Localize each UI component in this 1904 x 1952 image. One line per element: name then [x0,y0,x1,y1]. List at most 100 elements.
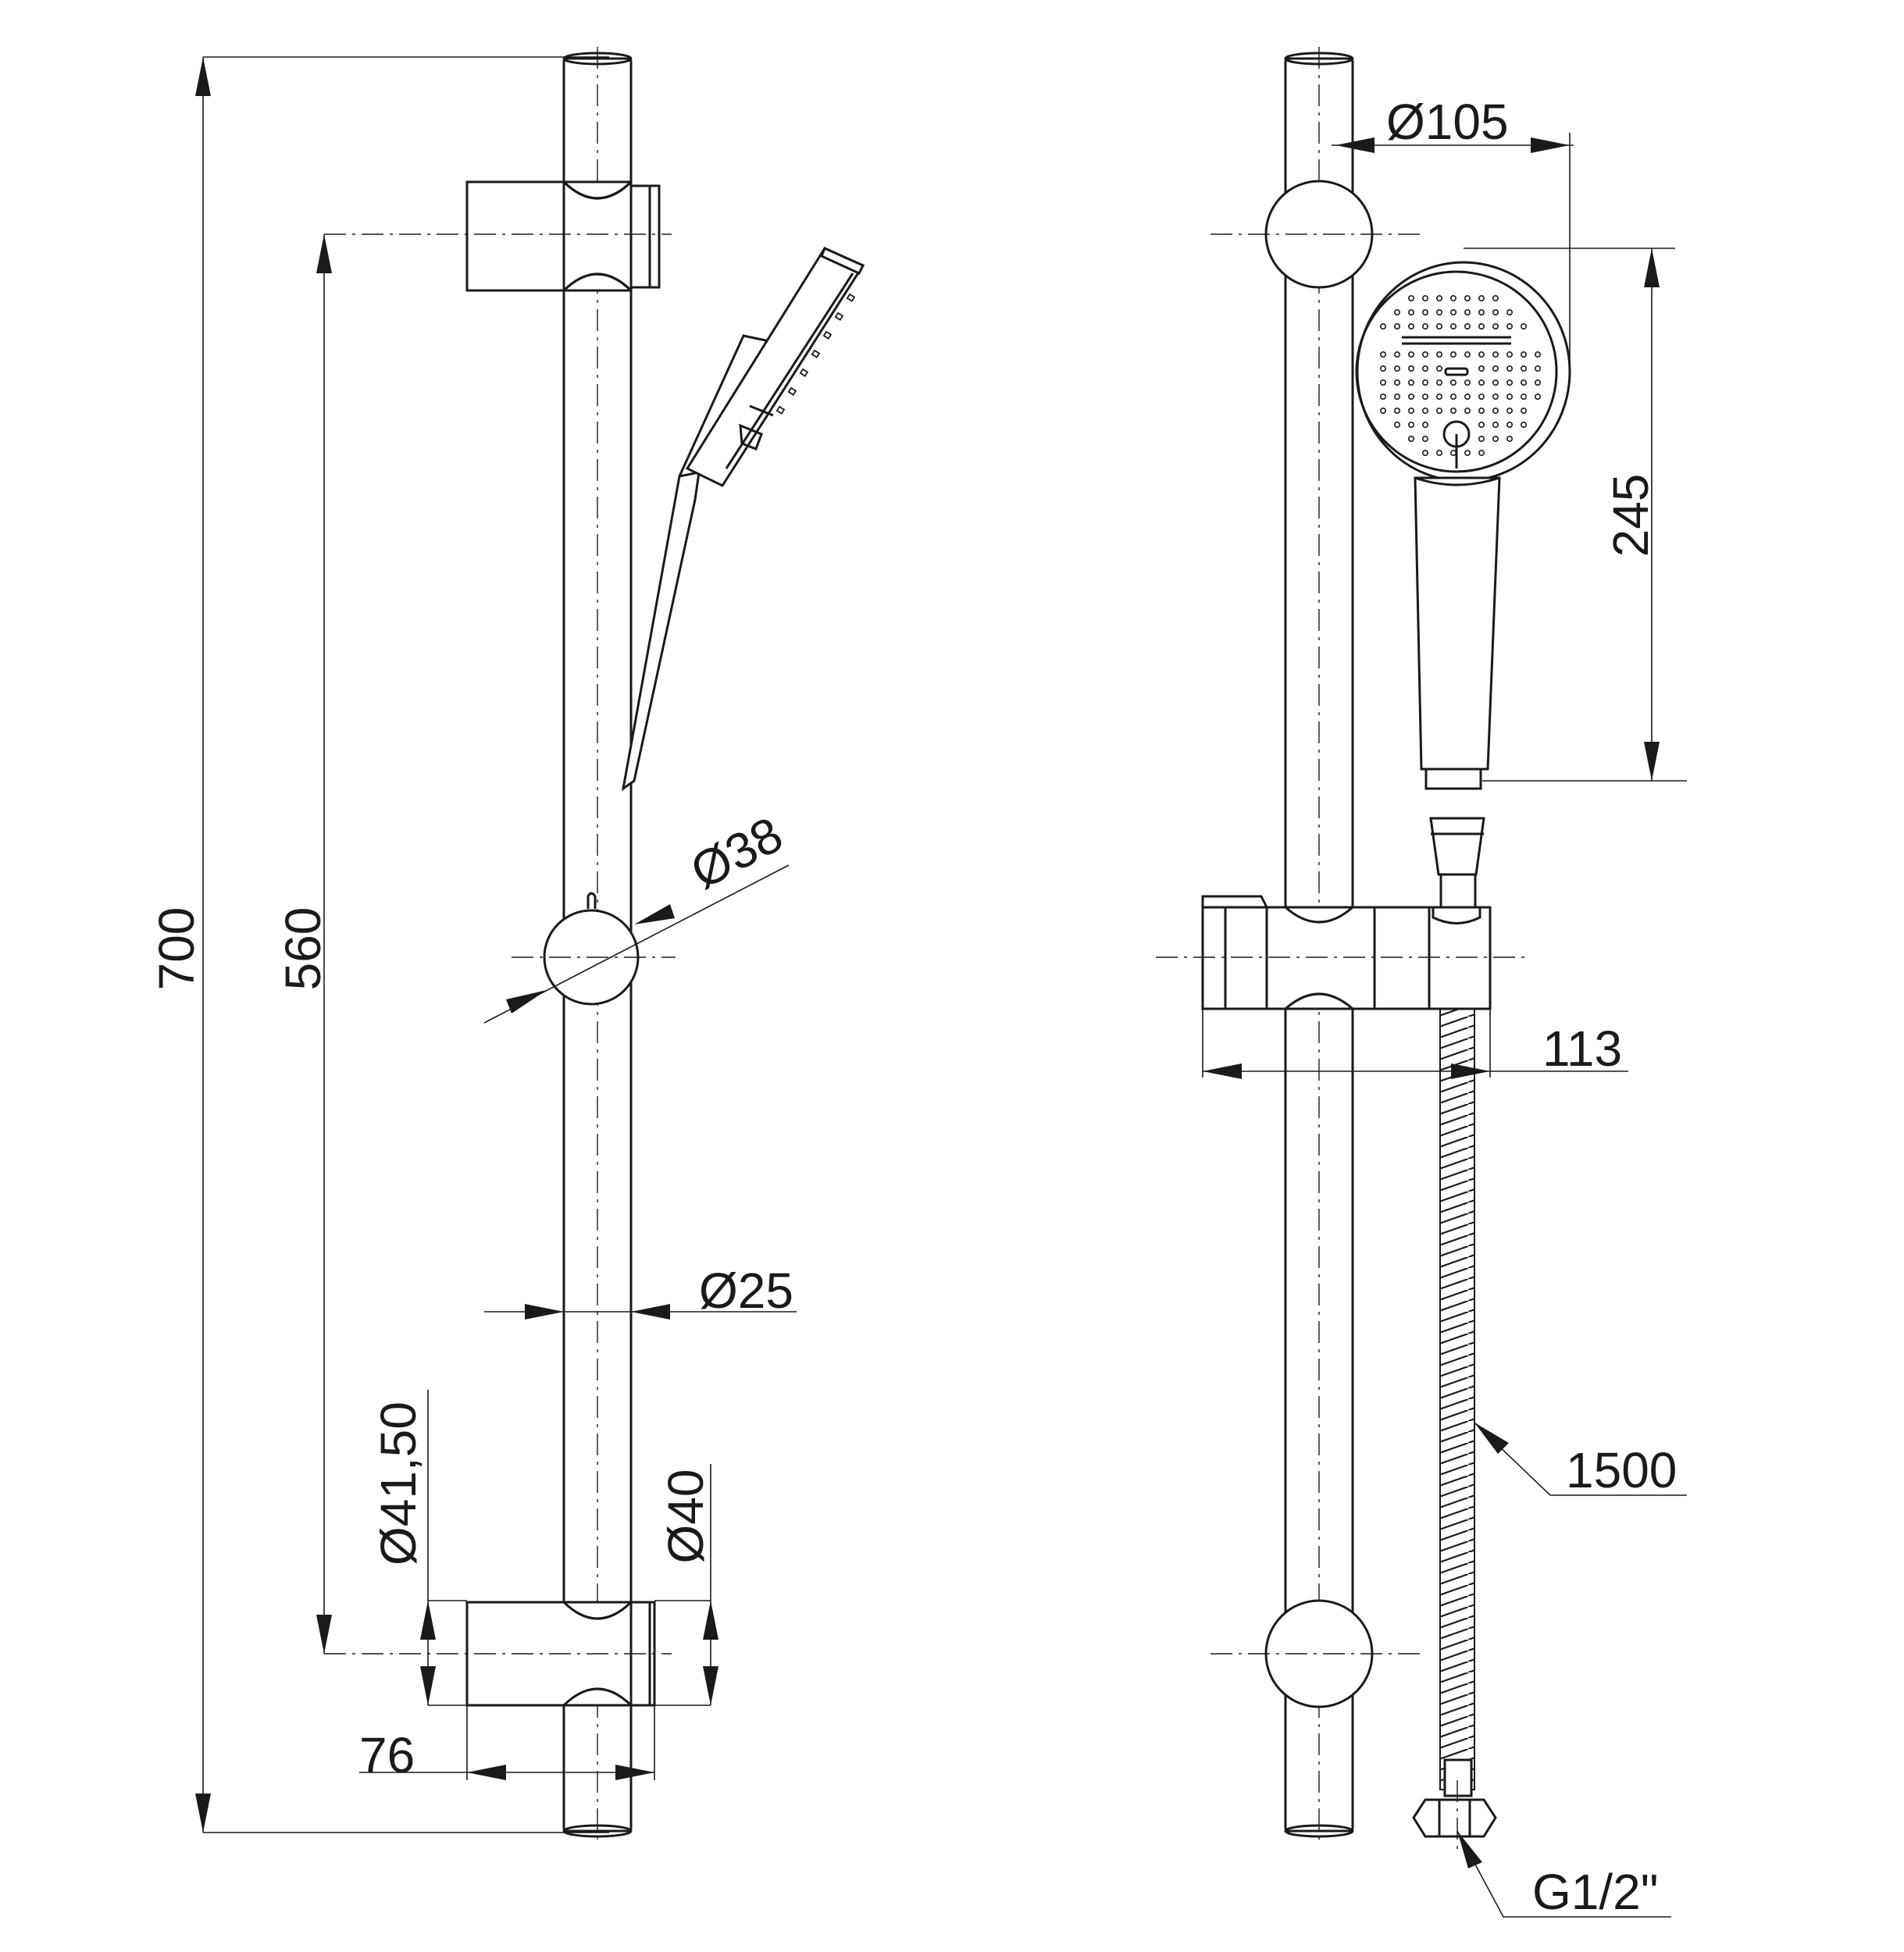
spray-nozzle-dot [1408,294,1415,301]
spray-nozzle-dot [1478,365,1485,372]
spray-nozzle-dot [1394,322,1401,329]
spray-nozzle-dot [1380,322,1387,329]
spray-nozzle-dot [1478,351,1485,358]
front-slider-knob [512,892,676,1006]
dim-bracket-depth-label: 76 [359,1727,415,1783]
spray-nozzle-dot [1408,393,1415,400]
dim-rail-diameter [484,1304,797,1320]
spray-nozzle-dot [1521,393,1528,400]
spray-nozzle-dot [1492,294,1499,301]
spray-nozzle-dot [1408,379,1415,386]
spray-nozzle-dot [1521,379,1528,386]
spray-nozzle-dot [1478,407,1485,414]
dim-thread [1457,1830,1671,1918]
side-top-bracket [1264,180,1374,289]
spray-nozzle-dot [1506,379,1514,386]
spray-nozzle-dot [1464,379,1471,386]
dim-bracket-diameter [420,1390,467,1706]
spray-nozzle-dot [1380,351,1387,358]
side-slider [1156,895,1531,1010]
spray-nozzle-dot [1464,449,1471,456]
dim-total-height-label: 700 [148,907,205,991]
spray-nozzle-dot [1436,407,1443,414]
spray-nozzle-dot [1535,379,1542,386]
spray-nozzle-dot [1422,365,1429,372]
spray-nozzle-dot [1450,407,1457,414]
spray-nozzle-dot [1380,393,1387,400]
spray-nozzle-dot [1422,294,1429,301]
spray-nozzle-dot [1422,407,1429,414]
dim-holder-spacing-label: 560 [275,907,331,991]
spray-nozzle-dot [1492,322,1499,329]
spray-nozzle-dot [1478,435,1485,442]
spray-nozzle-dot [1408,322,1415,329]
spray-nozzle-dot [1492,435,1499,442]
spray-nozzle-dot [1380,407,1387,414]
spray-nozzle-dot [1436,365,1443,372]
spray-nozzle-dot [1506,407,1514,414]
dim-hose-length-label: 1500 [1566,1442,1677,1498]
spray-nozzle-dot [1380,365,1387,372]
spray-nozzle-dot [1422,393,1429,400]
spray-nozzle-dot [1492,407,1499,414]
spray-nozzle-dot [1422,308,1429,315]
dim-rail-diameter-label: Ø25 [699,1263,793,1319]
spray-nozzle-dot [1422,435,1429,442]
spray-nozzle-dot [1394,365,1401,372]
spray-nozzle-dot [1408,421,1415,428]
spray-nozzle-dot [1436,351,1443,358]
spray-nozzle-dot [1506,435,1514,442]
spray-nozzle-dot [1422,322,1429,329]
spray-nozzle-dot [1380,379,1387,386]
spray-nozzle-dot [1506,365,1514,372]
spray-nozzle-dot [1492,379,1499,386]
spray-nozzle-dot [1436,393,1443,400]
front-view: 700 560 Ø38 Ø25 Ø41,50 [148,47,865,1843]
dim-slider-diameter-label: Ø38 [682,806,792,899]
spray-nozzle-dot [1478,393,1485,400]
spray-nozzle-dot [1408,435,1415,442]
dim-head-diameter-label: Ø105 [1386,94,1509,150]
front-top-bracket [465,179,661,294]
spray-nozzle-dot [1478,294,1485,301]
spray-nozzle-dot [1464,351,1471,358]
spray-nozzle-dot [1422,351,1429,358]
spray-nozzle-dot [1394,421,1401,428]
spray-nozzle-dot [1506,393,1514,400]
spray-nozzle-dot [1492,421,1499,428]
dim-bracket-diameter-label: Ø41,50 [370,1402,426,1566]
spray-nozzle-dot [1408,407,1415,414]
side-handshower [1355,261,1571,909]
front-handshower [621,246,865,792]
front-handshower-nozzles [776,293,856,415]
spray-nozzle-dot [1450,449,1457,456]
spray-nozzle-dot [1450,393,1457,400]
dim-bracket-height [654,1464,718,1706]
dim-hose-length [1474,1422,1687,1496]
spray-nozzle-dot [1464,393,1471,400]
spray-nozzle-dot [1506,308,1514,315]
spray-nozzle-dot [1450,379,1457,386]
side-handshower-spray-dots [1380,294,1542,456]
dim-slider-projection [1202,1009,1628,1079]
spray-nozzle-dot [1521,322,1528,329]
spray-nozzle-dot [1422,449,1429,456]
spray-nozzle-dot [1478,449,1485,456]
dim-head-diameter [1332,133,1574,367]
spray-nozzle-dot [1436,322,1443,329]
spray-nozzle-dot [1492,308,1499,315]
spray-nozzle-dot [1506,322,1514,329]
spray-nozzle-dot [1394,407,1401,414]
spray-nozzle-dot [1436,449,1443,456]
dim-bracket-depth [359,1705,655,1780]
spray-nozzle-dot [1506,421,1514,428]
spray-nozzle-dot [1422,421,1429,428]
dim-handshower-length [1464,248,1687,782]
spray-nozzle-dot [1492,393,1499,400]
spray-nozzle-dot [1394,351,1401,358]
spray-nozzle-dot [1436,379,1443,386]
dim-700 [195,56,609,1833]
dim-thread-label: G1/2" [1532,1864,1658,1920]
spray-nozzle-dot [1394,379,1401,386]
